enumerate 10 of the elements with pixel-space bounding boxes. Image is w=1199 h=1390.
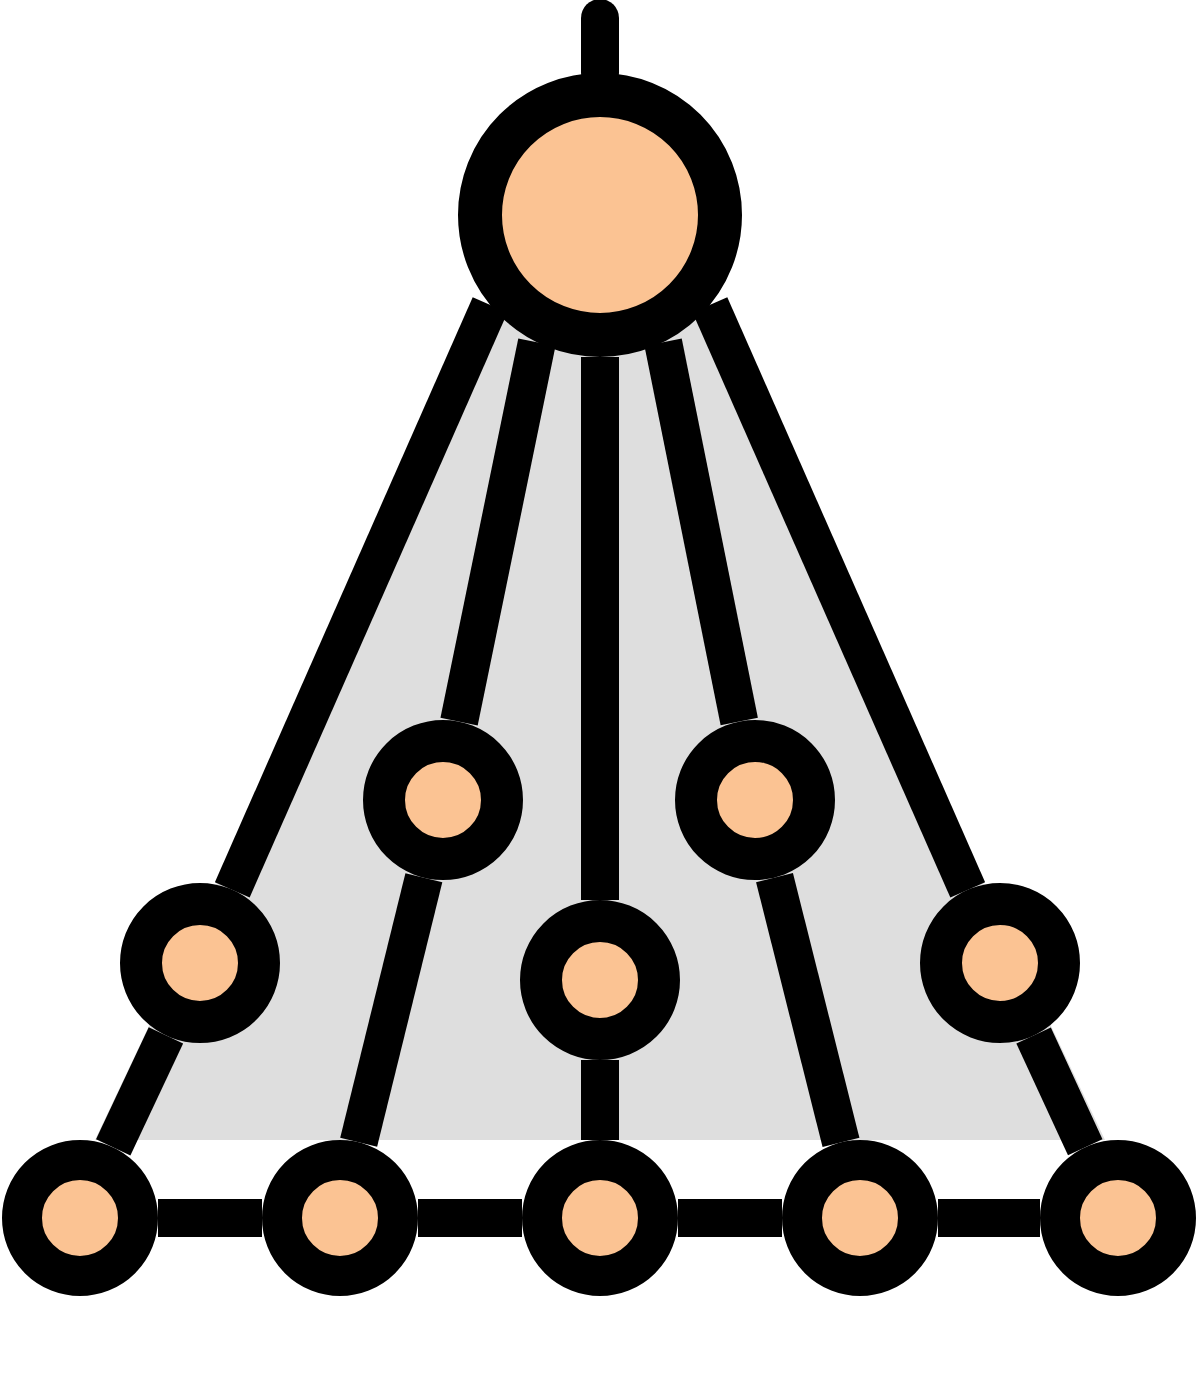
connector-line <box>581 357 619 900</box>
connector-line <box>158 1199 262 1237</box>
connector-line <box>340 873 443 1147</box>
connector-line <box>96 1027 184 1156</box>
connector-line <box>418 1199 522 1237</box>
connector-line <box>756 872 860 1147</box>
connector-line <box>581 1060 619 1140</box>
connector-line <box>1016 1027 1103 1156</box>
connector-line <box>678 1199 782 1237</box>
connector-line <box>938 1199 1040 1237</box>
